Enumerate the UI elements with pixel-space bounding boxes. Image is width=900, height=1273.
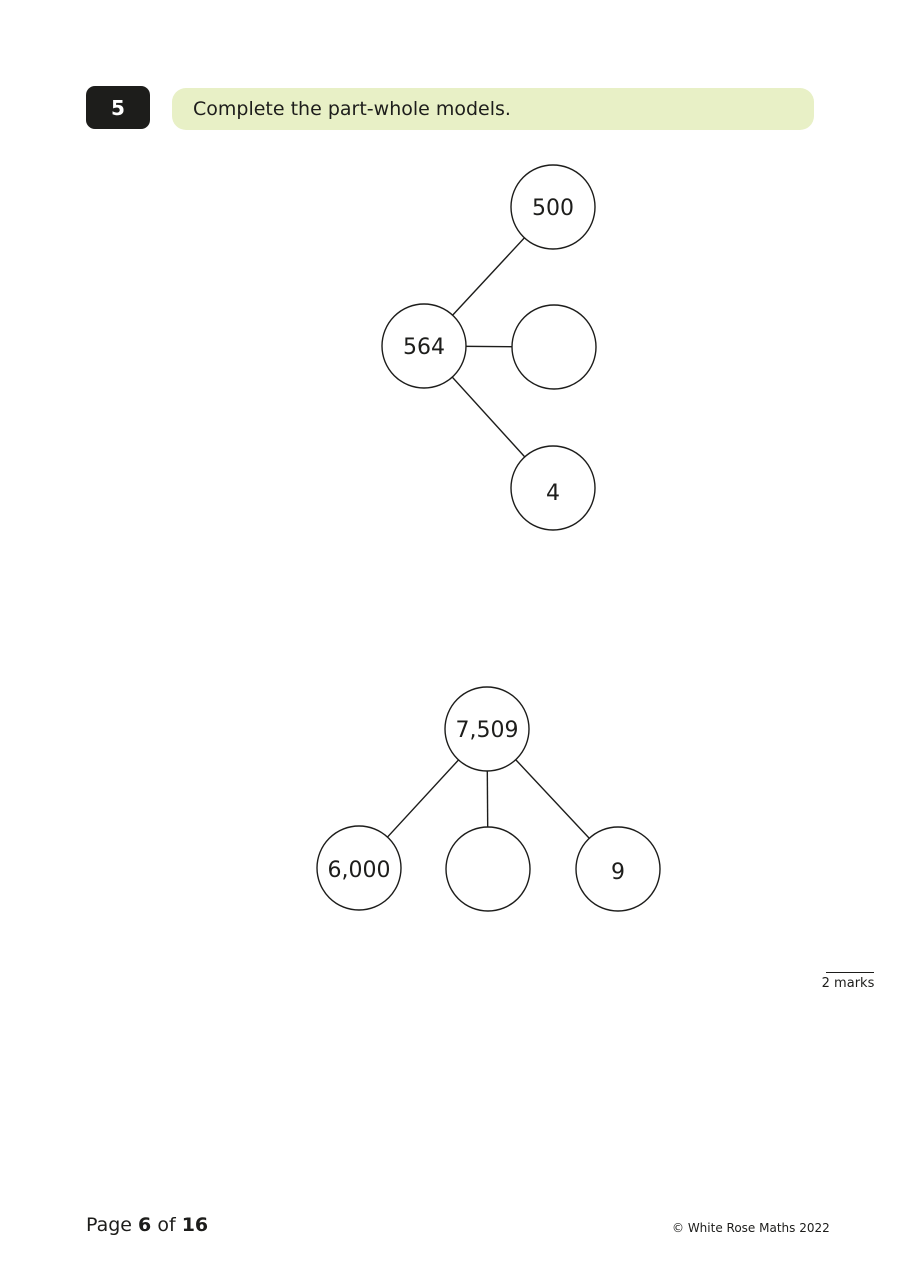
marks-label: 2 marks <box>821 976 875 991</box>
page-of: of <box>157 1214 176 1236</box>
part-value: 500 <box>532 196 574 221</box>
part-whole-model-1: 564 500 4 <box>381 164 597 531</box>
question-prompt: Complete the part-whole models. <box>172 88 814 130</box>
whole-circle <box>444 686 530 772</box>
part-answer-box[interactable] <box>511 304 597 390</box>
part-circle <box>510 445 596 531</box>
whole-value: 564 <box>403 335 445 360</box>
part-answer-box[interactable] <box>445 826 531 912</box>
part-whole-model-2: 7,509 6,000 9 <box>316 686 661 912</box>
marks-rule <box>826 972 874 973</box>
part-circle <box>510 164 596 250</box>
part-value: 6,000 <box>328 858 391 883</box>
part-value: 4 <box>546 481 560 506</box>
copyright-notice: © White Rose Maths 2022 <box>672 1221 830 1235</box>
whole-circle <box>381 303 467 389</box>
page-total: 16 <box>181 1214 209 1236</box>
part-circle <box>575 826 661 912</box>
page-number: Page 6 of 16 <box>86 1214 208 1236</box>
part-value: 9 <box>611 860 625 885</box>
part-circle <box>316 825 402 911</box>
question-prompt-text: Complete the part-whole models. <box>193 98 511 120</box>
page-current: 6 <box>138 1214 152 1236</box>
whole-value: 7,509 <box>456 718 519 743</box>
page-word: Page <box>86 1214 132 1236</box>
question-number: 5 <box>86 86 150 129</box>
